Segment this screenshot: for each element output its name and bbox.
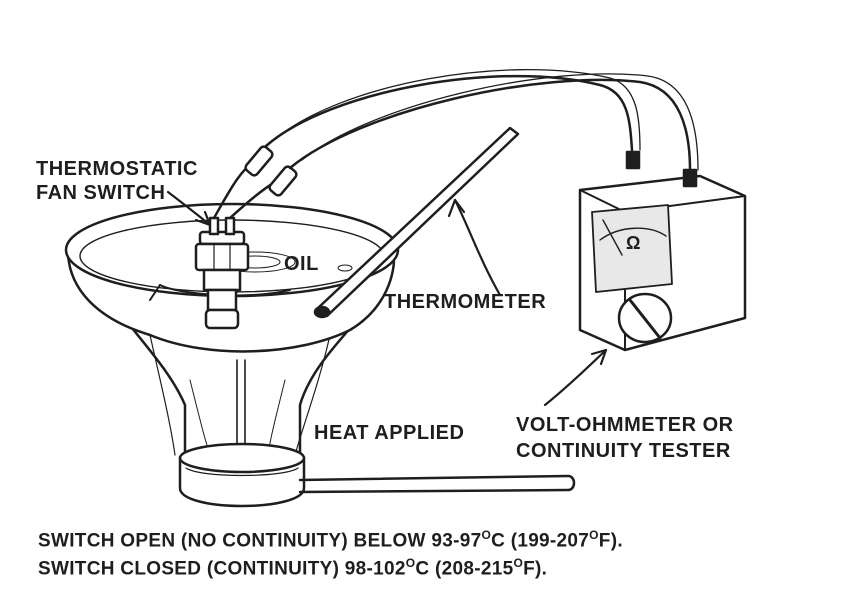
test-leads: [212, 69, 699, 220]
meter-label-line2: CONTINUITY TESTER: [516, 440, 731, 462]
note-switch-closed: SWITCH CLOSED (CONTINUITY) 98-102OC (208…: [38, 556, 548, 580]
switch-label-line2: FAN SWITCH: [36, 182, 166, 204]
ohm-symbol: Ω: [626, 233, 641, 253]
volt-ohmmeter: [578, 150, 747, 352]
meter-label-line1: VOLT-OHMMETER OR: [516, 414, 734, 436]
burner: [108, 298, 576, 508]
switch-label-line1: THERMOSTATIC: [36, 158, 198, 180]
thermometer: [313, 126, 520, 319]
pointer-arrows: [166, 190, 608, 407]
oil-label: OIL: [284, 253, 319, 275]
thermometer-label: THERMOMETER: [384, 291, 547, 313]
heat-label: HEAT APPLIED: [314, 422, 465, 444]
note-switch-open: SWITCH OPEN (NO CONTINUITY) BELOW 93-97O…: [38, 528, 623, 552]
